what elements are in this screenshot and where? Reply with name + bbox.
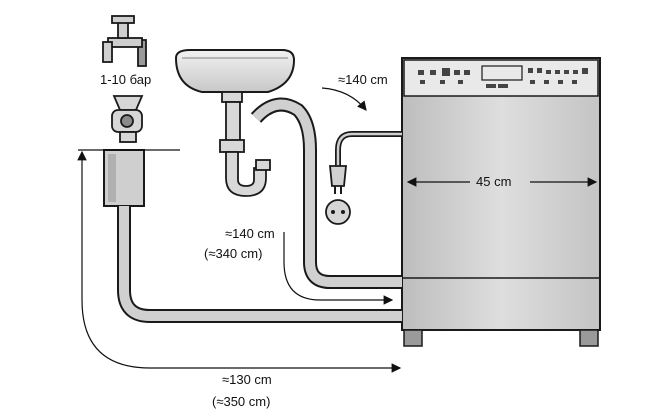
unit-width-label: 45 cm	[476, 174, 511, 189]
inlet-valve	[111, 95, 144, 143]
aquastop-box	[103, 149, 145, 207]
dimension-lines	[77, 87, 598, 373]
power-cord	[335, 131, 402, 166]
dishwasher-foot-right	[579, 329, 599, 347]
power-socket-icon	[325, 199, 351, 225]
water-pressure-label: 1-10 бар	[100, 72, 151, 87]
dishwasher-foot-left	[403, 329, 423, 347]
control-panel-buttons	[418, 65, 588, 88]
drain-hose-max-length-label: (≈340 cm)	[204, 246, 262, 261]
power-plug-icon	[329, 165, 347, 194]
sink	[174, 49, 296, 93]
dishwasher-body	[401, 57, 601, 331]
power-cord-length-label: ≈140 cm	[338, 72, 388, 87]
water-faucet-icon	[102, 15, 147, 67]
inlet-hose-max-length-label: (≈350 cm)	[212, 394, 270, 409]
dishwasher	[401, 57, 601, 347]
inlet-hose-length-label: ≈130 cm	[222, 372, 272, 387]
drain-hose-length-label: ≈140 cm	[225, 226, 275, 241]
